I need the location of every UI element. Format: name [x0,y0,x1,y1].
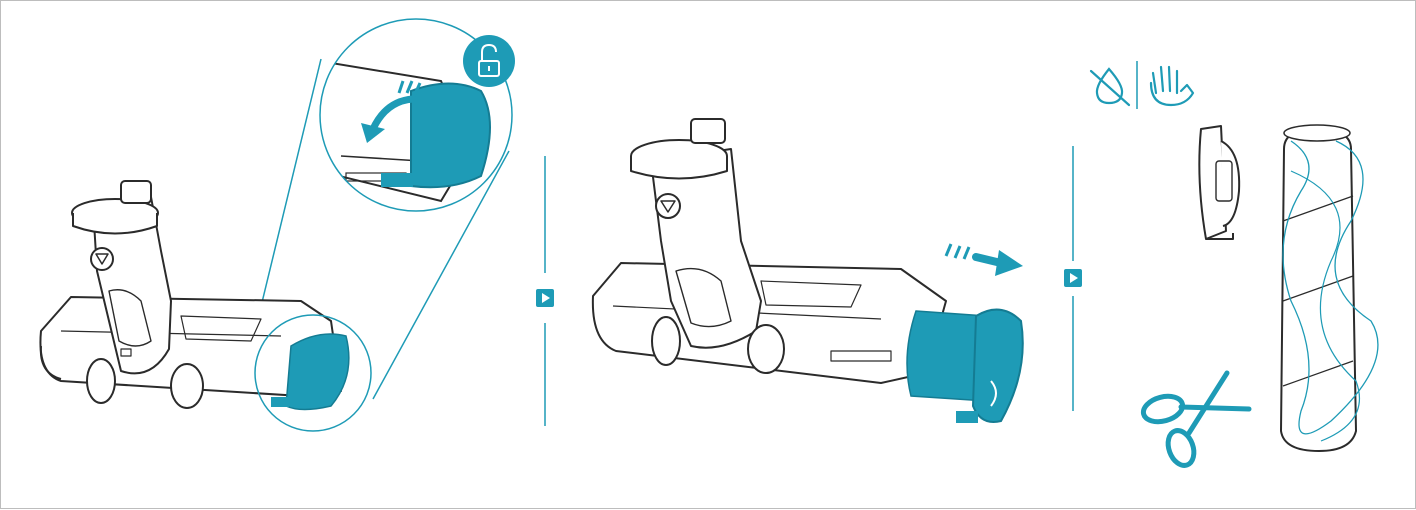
panel-3-clean [1091,61,1378,469]
no-water-icon [1091,69,1129,105]
step-separator-2 [1064,146,1082,411]
release-button [91,248,113,270]
brush-roll [1281,125,1378,451]
scissors-icon [1141,373,1249,469]
step-separator-1 [536,156,554,426]
slide-out-arrow-icon [946,244,1023,276]
panel-1-unlock [40,19,519,431]
end-cap-part [1199,126,1239,239]
hand-wash-icon [1151,67,1193,105]
panel-2-remove-brush [593,119,1023,423]
brush-end-cap [286,334,349,410]
brush-roll-removed [907,310,1023,423]
unlock-icon [463,35,515,87]
floor-nozzle-2 [593,119,946,383]
